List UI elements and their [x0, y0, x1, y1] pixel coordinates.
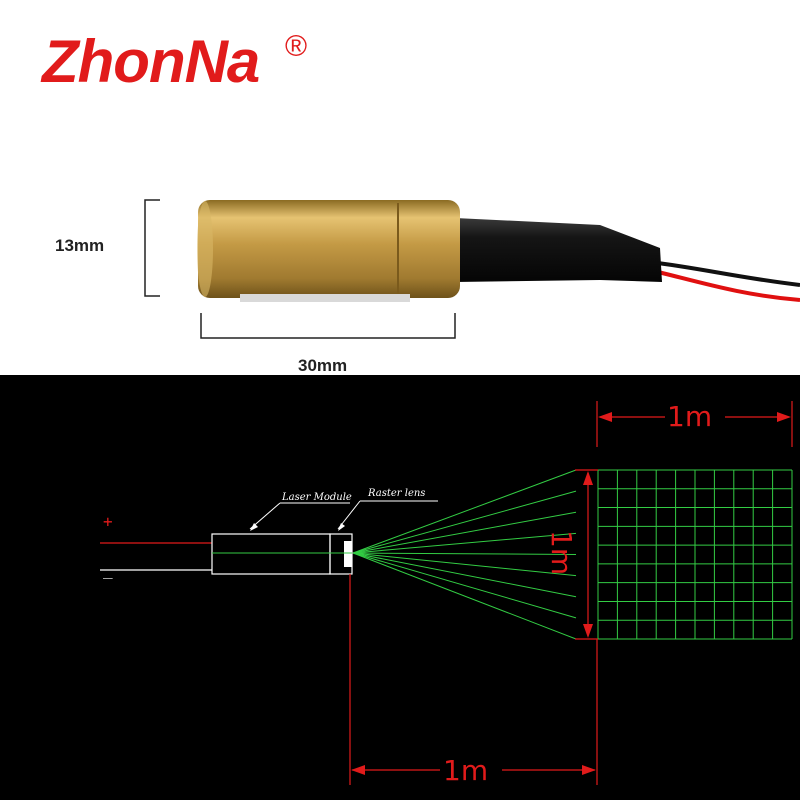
projection-diagram: + _ Laser Module Raster lens 1m 1m	[100, 400, 793, 787]
projected-grid	[597, 469, 793, 640]
positive-sign: +	[103, 512, 113, 531]
beam-line	[352, 552, 577, 577]
beam-line	[352, 552, 577, 619]
length-dimension-bracket	[200, 313, 456, 339]
beam-line	[352, 511, 577, 554]
laser-module-label: Laser Module	[281, 492, 352, 503]
brass-housing	[198, 200, 460, 298]
brand-logo: ZhonNa	[42, 28, 260, 95]
heat-shrink-sleeve	[455, 218, 662, 282]
beam-line	[352, 552, 577, 598]
grid-height-label: 1m	[545, 530, 578, 575]
beam-line	[352, 552, 577, 555]
height-dimension-bracket	[144, 199, 160, 297]
projection-diagram-panel: + _ Laser Module Raster lens 1m 1m	[0, 375, 800, 800]
length-label: 30mm	[298, 356, 348, 375]
product-photo-panel: ZhonNa ®	[0, 0, 800, 375]
black-wire	[649, 260, 800, 287]
distance-label: 1m	[443, 754, 488, 787]
beam-fan	[352, 469, 577, 640]
red-wire	[649, 268, 800, 302]
grid-width-label: 1m	[667, 400, 712, 433]
height-label: 13mm	[55, 236, 105, 255]
beam-line	[352, 490, 577, 554]
laser-module-box	[211, 533, 331, 575]
registered-mark: ®	[285, 30, 308, 63]
beam-line	[352, 469, 577, 554]
negative-sign: _	[103, 560, 113, 579]
raster-lens-label: Raster lens	[367, 488, 425, 499]
laser-module-photo	[144, 199, 800, 339]
beam-line	[352, 552, 577, 640]
raster-lens-element	[344, 541, 352, 567]
beam-line	[352, 532, 577, 554]
module-label-strip	[240, 294, 410, 302]
